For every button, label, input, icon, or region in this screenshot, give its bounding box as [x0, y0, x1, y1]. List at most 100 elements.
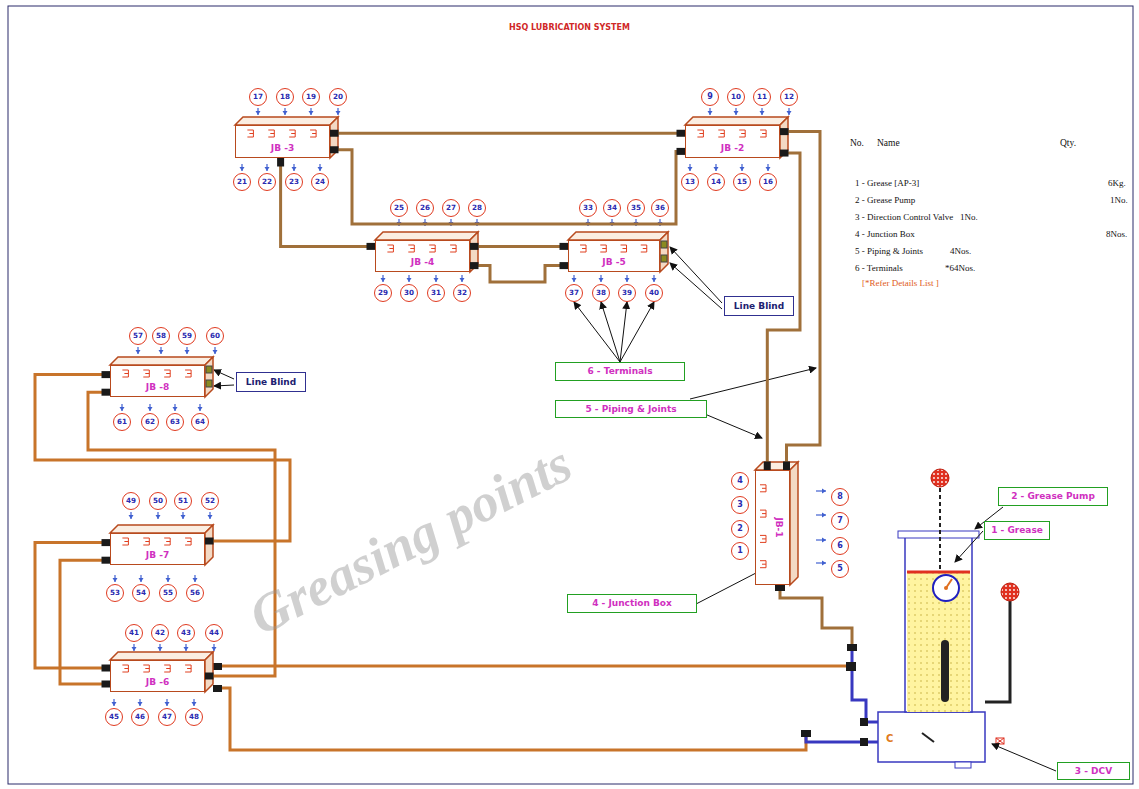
flow-arrow-head — [138, 702, 143, 706]
table-cell: 1No. — [1110, 195, 1128, 205]
line-blind-callout: Line Blind — [236, 372, 306, 392]
terminal-circle: 11 — [753, 88, 771, 106]
terminal-circle: 25 — [390, 199, 408, 217]
terminal-number: 26 — [420, 204, 430, 211]
table-note: [*Refer Details List ] — [862, 278, 939, 288]
table-cell: 6 - Terminals — [855, 263, 903, 273]
terminal-number: 4 — [737, 477, 743, 485]
terminal-circle: 59 — [178, 327, 196, 345]
terminal-circle: 51 — [174, 492, 192, 510]
terminal-number: 40 — [649, 289, 659, 296]
terminal-circle: 28 — [468, 199, 486, 217]
terminal-number: 62 — [145, 418, 155, 425]
flow-arrow-head — [708, 111, 713, 115]
nipple-mark — [760, 485, 766, 492]
nipple-mark — [310, 130, 316, 137]
nipple-mark — [739, 130, 745, 137]
terminal-circle: 46 — [131, 708, 149, 726]
nipple-mark — [760, 561, 766, 568]
terminal-circle: 48 — [185, 708, 203, 726]
terminal-circle: 15 — [733, 173, 751, 191]
junction-box: JB -5 — [568, 240, 660, 272]
terminal-circle: 53 — [106, 584, 124, 602]
nipple-mark — [580, 245, 586, 252]
flow-arrow-head — [240, 167, 245, 171]
terminal-circle: 58 — [152, 327, 170, 345]
grease-nipple-marks — [376, 241, 471, 273]
pipe — [88, 392, 275, 676]
terminal-number: 27 — [446, 204, 456, 211]
terminal-number: 41 — [129, 629, 139, 636]
box-label: JB -7 — [146, 551, 169, 560]
terminal-circle: 61 — [113, 413, 131, 431]
terminal-number: 30 — [404, 289, 414, 296]
nipple-mark — [143, 370, 149, 377]
nipple-mark — [164, 665, 170, 672]
flow-arrow-head — [212, 647, 217, 651]
terminal-number: 18 — [280, 93, 290, 100]
pipe-joint — [330, 146, 339, 153]
leader-connector — [620, 302, 654, 362]
pipe — [281, 158, 375, 246]
flow-arrow-head — [292, 167, 297, 171]
nipple-mark — [247, 130, 253, 137]
terminal-circle: 63 — [166, 413, 184, 431]
box-side-face — [470, 232, 478, 272]
terminal-number: 49 — [126, 497, 136, 504]
flow-arrow-head — [283, 111, 288, 115]
terminal-number: 28 — [472, 204, 482, 211]
nipple-mark — [185, 538, 191, 545]
terminal-circle: 27 — [442, 199, 460, 217]
flow-arrow-head — [787, 111, 792, 115]
flow-arrow-head — [714, 167, 719, 171]
flow-arrow-head — [198, 407, 203, 411]
terminal-number: 6 — [837, 542, 843, 550]
box-label: JB -8 — [146, 383, 169, 392]
pipe-joint — [780, 150, 789, 157]
terminal-number: 11 — [757, 93, 767, 100]
pipe-joint — [470, 262, 479, 269]
nipple-mark — [164, 370, 170, 377]
flow-arrow-head — [129, 515, 134, 519]
terminal-circle: 30 — [400, 284, 418, 302]
terminal-number: 12 — [784, 93, 794, 100]
terminal-number: 56 — [190, 589, 200, 596]
table-cell: 1 - Grease [AP-3] — [855, 178, 919, 188]
junction-box: JB -6 — [110, 660, 205, 692]
flow-arrow-head — [120, 407, 125, 411]
nipple-mark — [760, 130, 766, 137]
terminal-circle: 20 — [329, 88, 347, 106]
flow-arrow-head — [184, 647, 189, 651]
terminal-number: 33 — [583, 204, 593, 211]
box-label: JB -5 — [602, 258, 625, 267]
nipple-mark — [164, 538, 170, 545]
nipple-mark — [718, 130, 724, 137]
flow-arrow-head — [193, 578, 198, 582]
box-label: JB-1 — [774, 517, 783, 537]
terminal-number: 21 — [237, 178, 247, 185]
terminal-circle: 50 — [149, 492, 167, 510]
terminal-circle: 60 — [206, 327, 224, 345]
callout-text: 6 - Terminals — [587, 367, 652, 376]
terminal-circle: 33 — [579, 199, 597, 217]
nipple-mark — [122, 538, 128, 545]
terminal-circle: 1 — [731, 542, 749, 560]
box-side-face — [780, 117, 788, 158]
terminal-number: 7 — [837, 517, 843, 525]
terminal-number: 35 — [631, 204, 641, 211]
nipple-mark — [600, 245, 606, 252]
terminal-number: 8 — [837, 493, 843, 501]
terminal-circle: 29 — [374, 284, 392, 302]
flow-arrow-head — [185, 350, 190, 354]
callout-box: 3 - DCV — [1057, 762, 1130, 780]
pipe-joint — [780, 128, 789, 135]
leader-connector — [574, 302, 620, 362]
terminal-circle: 13 — [681, 173, 699, 191]
junction-box: JB -2 — [685, 125, 780, 158]
box-top-face — [235, 117, 338, 125]
terminal-number: 57 — [133, 332, 143, 339]
nipple-mark — [122, 370, 128, 377]
flow-arrow-head — [740, 167, 745, 171]
flow-arrow-head — [599, 278, 604, 282]
